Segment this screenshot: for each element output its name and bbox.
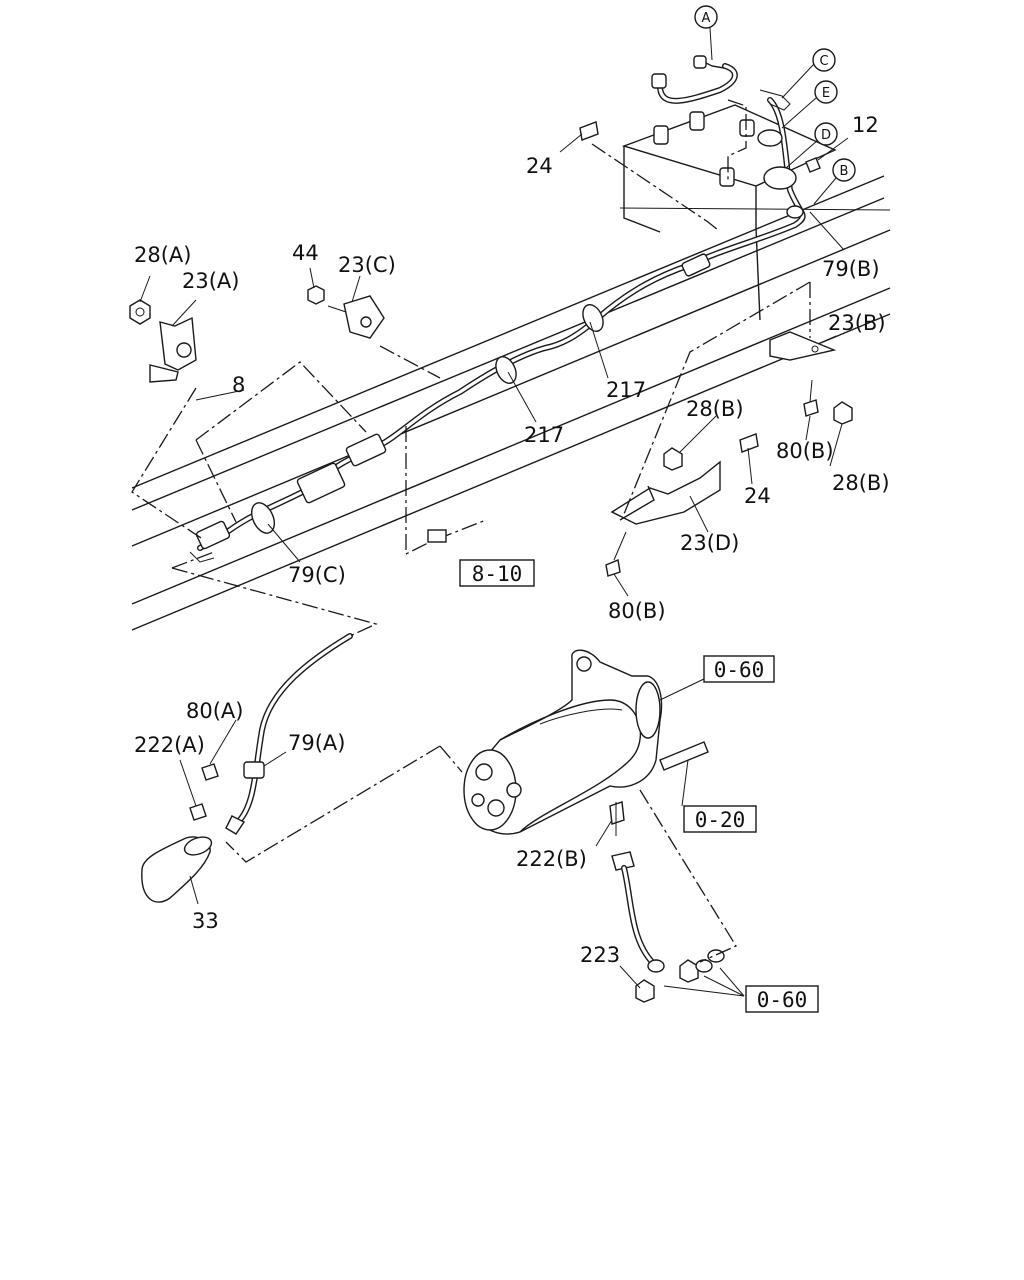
label-217-b: 217 xyxy=(524,423,564,447)
callout-a: A xyxy=(694,5,718,29)
battery xyxy=(621,104,837,321)
brackets-right xyxy=(579,121,853,577)
ref-0-60-bottom-text: 0-60 xyxy=(757,988,808,1012)
label-28b-right: 28(B) xyxy=(832,471,890,495)
label-24-mid: 24 xyxy=(744,484,771,508)
label-79c: 79(C) xyxy=(288,563,346,587)
callout-c-text: C xyxy=(819,54,828,69)
starter-motor xyxy=(463,649,709,836)
label-24-top: 24 xyxy=(526,154,553,178)
ref-0-20-text: 0-20 xyxy=(695,808,746,832)
ref-box-8-10: 8-10 xyxy=(459,559,535,587)
label-33: 33 xyxy=(192,909,219,933)
label-23d: 23(D) xyxy=(680,531,739,555)
label-28b-top: 28(B) xyxy=(686,397,744,421)
label-222b: 222(B) xyxy=(516,847,587,871)
callout-e: E xyxy=(814,80,838,104)
leader-lines xyxy=(139,27,849,997)
callout-e-text: E xyxy=(822,86,830,101)
label-23c: 23(C) xyxy=(338,253,396,277)
label-79b: 79(B) xyxy=(822,257,880,281)
label-8: 8 xyxy=(232,373,245,397)
ref-box-0-60-bottom: 0-60 xyxy=(745,985,819,1013)
callout-b: B xyxy=(832,158,856,182)
label-80b-bottom: 80(B) xyxy=(608,599,666,623)
label-44: 44 xyxy=(292,241,319,265)
hardware-left xyxy=(129,285,385,383)
starter-cable xyxy=(141,633,353,903)
label-80a: 80(A) xyxy=(186,699,243,723)
callout-b-text: B xyxy=(840,164,849,179)
callout-c: C xyxy=(812,48,836,72)
label-223: 223 xyxy=(580,943,620,967)
ref-box-0-60-top: 0-60 xyxy=(703,655,775,683)
ref-0-60-top-text: 0-60 xyxy=(714,658,765,682)
ground-strap xyxy=(611,851,725,1003)
ref-box-0-20: 0-20 xyxy=(683,805,757,833)
callout-d: D xyxy=(814,122,838,146)
label-222a: 222(A) xyxy=(134,733,205,757)
clamps-217 xyxy=(250,304,604,534)
frame-rails xyxy=(131,175,891,631)
label-23a: 23(A) xyxy=(182,269,239,293)
callout-d-text: D xyxy=(821,128,831,143)
reference-lines xyxy=(131,99,811,963)
connector-8-10 xyxy=(427,529,447,543)
label-28a: 28(A) xyxy=(134,243,191,267)
label-217-a: 217 xyxy=(606,378,646,402)
label-79a: 79(A) xyxy=(288,731,345,755)
ref-8-10-text: 8-10 xyxy=(472,562,523,586)
label-80b-right: 80(B) xyxy=(776,439,834,463)
callout-a-text: A xyxy=(702,11,711,26)
label-23b: 23(B) xyxy=(828,311,886,335)
battery-cables xyxy=(651,55,821,268)
label-12: 12 xyxy=(852,113,879,137)
